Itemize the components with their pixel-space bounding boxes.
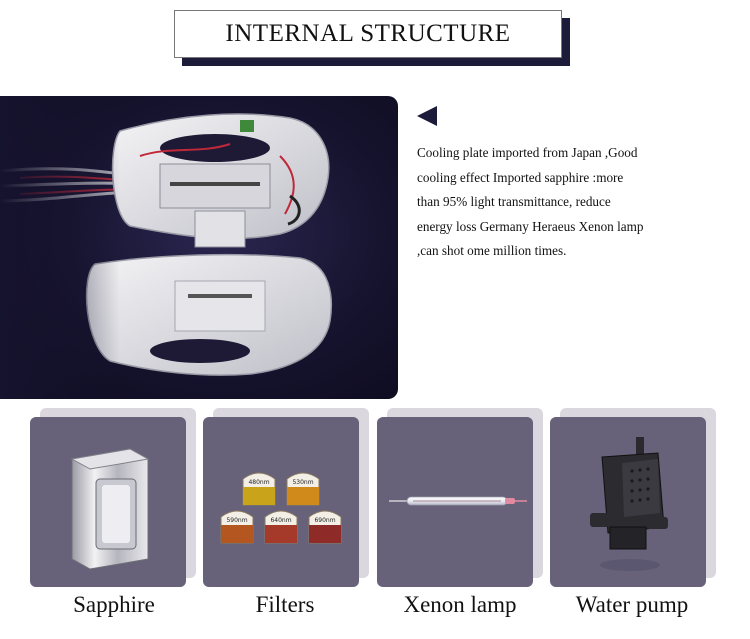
description-line: ,can shot ome million times. bbox=[417, 243, 567, 258]
description-line: energy loss Germany Heraeus Xenon lamp bbox=[417, 218, 644, 234]
filter-label: 640nm bbox=[270, 517, 291, 524]
page-title: INTERNAL STRUCTURE bbox=[174, 10, 562, 58]
description-line: cooling effect Imported sapphire :more bbox=[417, 169, 624, 185]
component-label-filters: Filters bbox=[255, 592, 315, 617]
left-arrow-icon bbox=[417, 106, 437, 126]
card-image: 480nm 530nm 590nm 640nm 690nm bbox=[203, 417, 359, 587]
filter-label: 530nm bbox=[292, 479, 313, 486]
filter-label: 590nm bbox=[226, 517, 247, 524]
component-card-sapphire bbox=[30, 408, 210, 590]
component-label-sapphire: Sapphire bbox=[73, 592, 155, 617]
filter-label: 480nm bbox=[248, 479, 269, 486]
handpiece-illustration bbox=[0, 96, 333, 399]
card-image bbox=[377, 417, 533, 587]
filter-690: 690nm bbox=[308, 510, 342, 544]
component-label-water-pump: Water pump bbox=[575, 592, 689, 617]
description-line: than 95% light transmittance, reduce bbox=[417, 194, 611, 209]
handpiece-internal-image bbox=[0, 96, 398, 399]
xenon-lamp-icon bbox=[389, 496, 527, 506]
filter-590: 590nm bbox=[220, 510, 254, 544]
component-card-xenon-lamp bbox=[377, 408, 557, 590]
card-image bbox=[30, 417, 186, 587]
filters-icon: 480nm 530nm 590nm 640nm 690nm bbox=[220, 472, 342, 544]
feature-description: Cooling plate imported from Japan ,Good … bbox=[417, 141, 717, 264]
sapphire-block-icon bbox=[70, 448, 150, 570]
component-card-water-pump bbox=[550, 408, 730, 590]
filter-530: 530nm bbox=[286, 472, 320, 506]
card-image bbox=[550, 417, 706, 587]
description-line: Cooling plate imported from Japan ,Good bbox=[417, 145, 638, 160]
water-pump-icon bbox=[590, 437, 668, 571]
component-card-filters: 480nm 530nm 590nm 640nm 690nm bbox=[203, 408, 383, 590]
filter-480: 480nm bbox=[242, 472, 276, 506]
title-banner: INTERNAL STRUCTURE bbox=[174, 10, 572, 68]
filter-640: 640nm bbox=[264, 510, 298, 544]
filter-label: 690nm bbox=[314, 517, 335, 524]
component-label-xenon-lamp: Xenon lamp bbox=[403, 592, 517, 617]
